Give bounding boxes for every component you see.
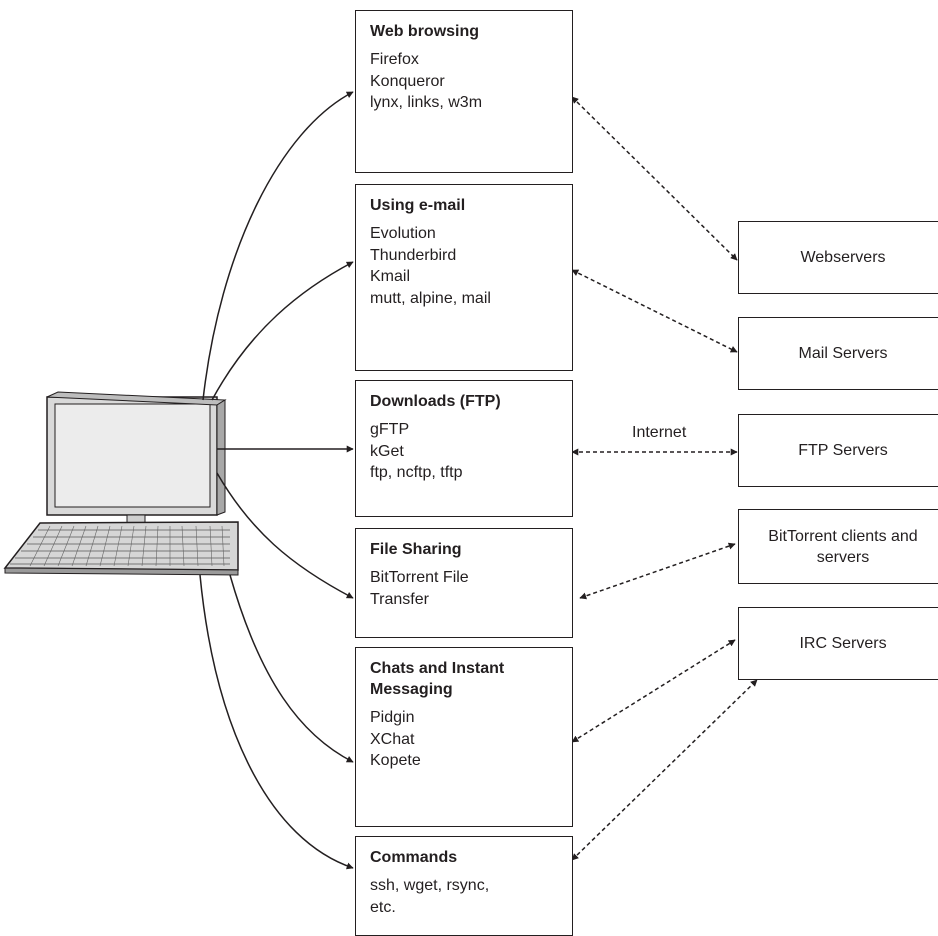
link-chats-irc [571,639,736,743]
category-item: kGet [370,442,404,460]
category-item: Konqueror [370,72,445,90]
category-title: Chats and Instant Messaging [370,660,505,698]
category-item: Transfer [370,590,429,608]
arrow-to-file-sharing [216,472,354,599]
category-item: Firefox [370,51,419,68]
arrow-to-web-browsing [202,91,354,401]
arrow-to-email [211,261,354,401]
link-commands-irc [571,679,758,861]
server-webservers: Webservers [738,221,938,294]
link-filesharing-bittorrent [579,542,736,600]
category-file-sharing: File Sharing BitTorrent File Transfer [355,528,573,638]
category-item: gFTP [370,421,410,438]
internet-label: Internet [632,424,687,441]
category-title: Using e-mail [370,197,466,214]
computer-icon [3,391,239,576]
category-title: Web browsing [370,23,480,40]
server-bittorrent: BitTorrent clients and servers [738,509,938,584]
category-commands: Commands ssh, wget, rsync, etc. [355,836,573,936]
category-item: ssh, wget, rsync, [370,877,490,894]
server-label: IRC Servers [799,635,887,652]
server-irc: IRC Servers [738,607,938,680]
server-label: FTP Servers [798,442,888,459]
category-item: Kmail [370,268,411,285]
category-item: XChat [370,730,415,748]
category-title: File Sharing [370,541,462,558]
server-mail: Mail Servers [738,317,938,390]
category-item: Kopete [370,752,421,769]
category-item: Thunderbird [370,246,457,264]
server-label: Mail Servers [798,345,888,362]
server-label: BitTorrent clients and servers [768,527,918,566]
link-email-mailservers [571,269,738,353]
category-downloads-ftp: Downloads (FTP) gFTP kGet ftp, ncftp, tf… [355,380,573,517]
category-item: lynx, links, w3m [370,94,483,111]
category-using-email: Using e-mail Evolution Thunderbird Kmail… [355,184,573,371]
category-web-browsing: Web browsing Firefox Konqueror lynx, lin… [355,10,573,173]
server-ftp: FTP Servers [738,414,938,487]
arrow-to-commands [199,574,354,870]
category-item: ftp, ncftp, tftp [370,464,463,481]
category-title: Downloads (FTP) [370,393,501,410]
category-item: Evolution [370,225,436,242]
category-item: BitTorrent File [370,569,469,586]
category-chats-messaging: Chats and Instant Messaging Pidgin XChat… [355,647,573,827]
category-item: mutt, alpine, mail [370,289,491,307]
server-label: Webservers [800,249,886,266]
category-item: etc. [370,898,396,916]
arrow-to-chats [229,574,354,763]
category-item: Pidgin [370,709,415,726]
category-title: Commands [370,849,458,866]
link-web-webservers [571,96,738,261]
